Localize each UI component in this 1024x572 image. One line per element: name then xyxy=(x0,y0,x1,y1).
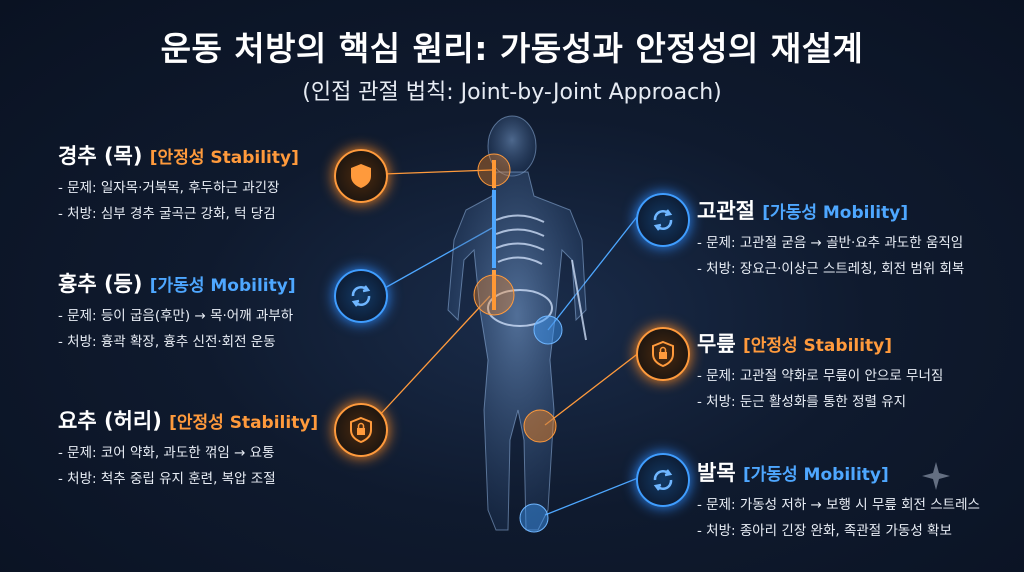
joint-name: 요추 (허리) xyxy=(58,409,162,433)
connector-ankle xyxy=(544,477,639,516)
problem-text: - 문제: 고관절 약화로 무릎이 안으로 무너짐 xyxy=(697,368,944,384)
mobility-tag: [가동성 Mobility] xyxy=(762,203,909,223)
joint-name: 발목 xyxy=(697,461,736,485)
connector-knee xyxy=(544,351,641,426)
page-title: 운동 처방의 핵심 원리: 가동성과 안정성의 재설계 xyxy=(160,29,864,68)
joint-name: 고관절 xyxy=(697,199,755,223)
section-heading: 발목 [가동성 Mobility] xyxy=(697,457,980,487)
stability-tag: [안정성 Stability] xyxy=(742,336,893,356)
section-heading: 고관절 [가동성 Mobility] xyxy=(697,195,964,225)
prescription-text: - 처방: 종아리 긴장 완화, 족관절 가동성 확보 xyxy=(697,523,952,539)
body-skeleton-figure xyxy=(447,115,587,533)
stability-tag: [안정성 Stability] xyxy=(169,413,319,433)
hip-rotate-arrows-icon xyxy=(636,193,690,247)
ankle-rotate-arrows-icon xyxy=(636,453,690,507)
problem-text: - 문제: 일자목·거북목, 후두하근 과긴장 xyxy=(58,180,280,196)
section-knee: 무릎 [안정성 Stability] - 문제: 고관절 약화로 무릎이 안으로… xyxy=(697,328,943,410)
connector-lumbar xyxy=(376,295,491,419)
prescription-text: - 처방: 척추 중립 유지 훈련, 복압 조절 xyxy=(58,471,276,487)
prescription-text: - 처방: 흉곽 확장, 흉추 신전·회전 운동 xyxy=(58,334,276,350)
section-heading: 무릎 [안정성 Stability] xyxy=(697,328,943,358)
mobility-tag: [가동성 Mobility] xyxy=(742,465,889,485)
prescription-text: - 처방: 심부 경추 굴곡근 강화, 턱 당김 xyxy=(58,206,276,222)
knee-shield-lock-icon xyxy=(636,327,690,381)
connector-cervical xyxy=(382,169,493,175)
mobility-tag: [가동성 Mobility] xyxy=(149,276,296,296)
section-heading: 요추 (허리) [안정성 Stability] xyxy=(58,405,318,435)
page-subtitle: (인접 관절 법칙: Joint-by-Joint Approach) xyxy=(302,80,722,105)
stability-tag: [안정성 Stability] xyxy=(149,148,299,168)
section-heading: 경추 (목) [안정성 Stability] xyxy=(58,140,299,170)
section-heading: 흉추 (등) [가동성 Mobility] xyxy=(58,268,296,298)
problem-text: - 문제: 코어 약화, 과도한 꺾임 → 요통 xyxy=(58,445,275,461)
problem-text: - 문제: 고관절 굳음 → 골반·요추 과도한 움직임 xyxy=(697,235,964,251)
thoracic-rotate-arrows-icon xyxy=(334,269,388,323)
prescription-text: - 처방: 장요근·이상근 스트레칭, 회전 범위 회복 xyxy=(697,261,965,277)
lumbar-shield-lock-icon xyxy=(334,403,388,457)
joint-name: 흉추 (등) xyxy=(58,272,143,296)
prescription-text: - 처방: 둔근 활성화를 통한 정렬 유지 xyxy=(697,394,907,410)
section-lumbar: 요추 (허리) [안정성 Stability] - 문제: 코어 약화, 과도한… xyxy=(58,405,318,487)
section-thoracic: 흉추 (등) [가동성 Mobility] - 문제: 등이 굽음(후만) → … xyxy=(58,268,296,350)
sparkle-icon xyxy=(922,462,950,490)
section-ankle: 발목 [가동성 Mobility] - 문제: 가동성 저하 → 보행 시 무릎… xyxy=(697,457,980,539)
problem-text: - 문제: 등이 굽음(후만) → 목·어깨 과부하 xyxy=(58,308,294,324)
joint-name: 경추 (목) xyxy=(58,144,143,168)
section-hip: 고관절 [가동성 Mobility] - 문제: 고관절 굳음 → 골반·요추 … xyxy=(697,195,964,277)
joint-name: 무릎 xyxy=(697,332,736,356)
problem-text: - 문제: 가동성 저하 → 보행 시 무릎 회전 스트레스 xyxy=(697,497,980,513)
cervical-shield-icon xyxy=(334,149,388,203)
section-cervical: 경추 (목) [안정성 Stability] - 문제: 일자목·거북목, 후두… xyxy=(58,140,299,222)
connector-hip xyxy=(547,212,641,331)
